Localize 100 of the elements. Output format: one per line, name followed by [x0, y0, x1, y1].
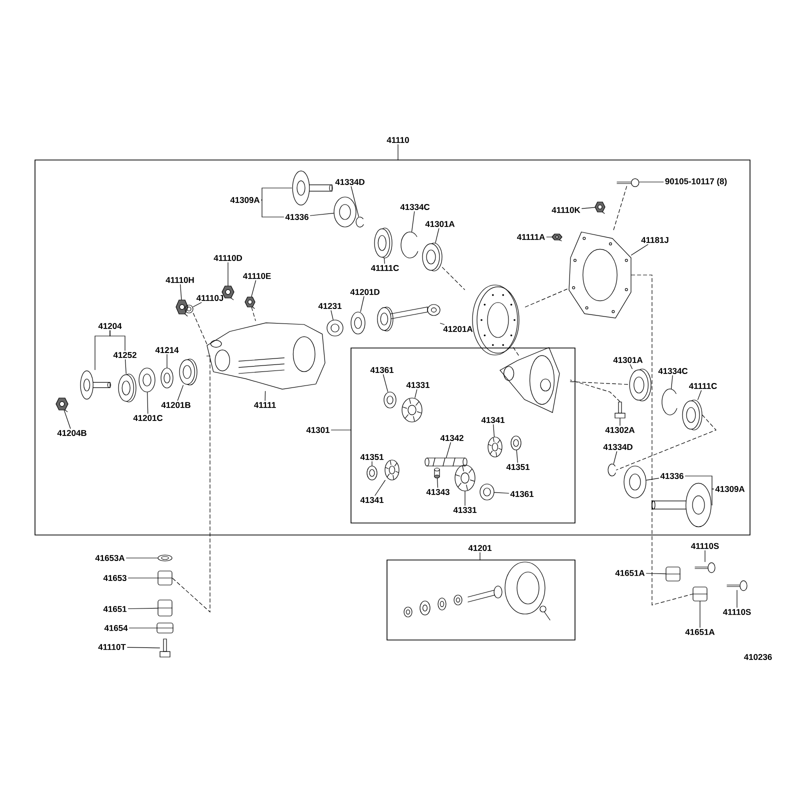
- callout-number: 41309A: [715, 486, 745, 492]
- plug-drawing: [56, 398, 68, 412]
- leader-line: [264, 391, 266, 401]
- gear-drawing: [402, 398, 422, 422]
- cover-drawing: [568, 232, 632, 318]
- leader-line: [546, 236, 552, 238]
- leader-line: [374, 480, 386, 496]
- callout-number: 41654: [104, 625, 128, 631]
- assembly-line: [525, 288, 569, 308]
- callout-number: 41341: [360, 497, 384, 503]
- bolt-drawing: [726, 580, 748, 591]
- leader-line: [630, 364, 632, 369]
- pin-drawing: [434, 468, 440, 478]
- ring-drawing: [384, 392, 396, 408]
- assembly-line: [631, 274, 693, 606]
- gear-set-drawing: [404, 562, 550, 620]
- leader-line: [582, 207, 595, 209]
- callout-number: 41201C: [133, 415, 163, 421]
- callout-number: 41309A: [230, 197, 260, 203]
- callout-number: 41111A: [517, 234, 545, 240]
- assembly-line: [616, 414, 717, 470]
- assembly-line: [442, 267, 465, 290]
- assembly-line: [172, 356, 210, 613]
- callout-number: 41110T: [98, 644, 126, 650]
- callout-number: 41651A: [685, 629, 715, 635]
- plug-drawing: [222, 286, 234, 300]
- callout-number: 41214: [155, 347, 179, 353]
- callout-number: 41343: [426, 489, 450, 495]
- leader-line: [128, 608, 158, 610]
- callout-number: 41110J: [196, 295, 224, 301]
- leader-line: [516, 450, 518, 463]
- leader-line: [382, 374, 388, 392]
- callout-number: 41201B: [161, 402, 190, 408]
- leader-line: [64, 410, 71, 429]
- leader-line: [261, 200, 284, 218]
- callout-number: 41342: [440, 435, 464, 441]
- callout-number: 41336: [285, 214, 308, 220]
- callout-number: 90105-10117 (8): [665, 178, 727, 186]
- gear-drawing: [488, 436, 502, 458]
- leader-line: [166, 354, 168, 368]
- assembly-line: [570, 381, 629, 385]
- leader-line: [310, 212, 334, 216]
- callout-number: 41334D: [335, 179, 364, 185]
- assembly-line: [512, 346, 519, 356]
- leader-line: [698, 390, 702, 400]
- leader-line: [414, 389, 418, 398]
- bearing-drawing: [629, 368, 652, 402]
- plug-drawing: [244, 296, 256, 309]
- ring-drawing: [334, 196, 356, 228]
- gear-drawing: [454, 464, 476, 492]
- leader-line: [384, 258, 385, 264]
- node-label: 41201: [468, 545, 492, 551]
- leader-line: [180, 284, 182, 300]
- callout-number: 41341: [481, 417, 505, 423]
- leader-line: [704, 550, 706, 562]
- leader-line: [446, 442, 451, 458]
- callout-number: 41334C: [400, 204, 430, 210]
- leader-line: [177, 385, 184, 401]
- callout-number: 41204B: [57, 430, 86, 436]
- node-label: 41301: [306, 427, 330, 434]
- snap-ring-drawing: [356, 216, 364, 228]
- snap-ring-drawing: [662, 388, 678, 416]
- flange-drawing: [80, 370, 111, 400]
- cushion-drawing: [692, 586, 708, 602]
- assembly-line: [251, 307, 256, 321]
- leader-line: [440, 322, 444, 325]
- leader-line: [684, 476, 714, 490]
- differential-case-drawing: [500, 347, 560, 413]
- snap-ring-drawing: [400, 232, 418, 258]
- callout-number: 41110H: [166, 277, 194, 283]
- callout-number: 41110K: [552, 207, 580, 213]
- ring-drawing: [138, 368, 156, 392]
- leader-line: [712, 488, 714, 506]
- leader-line: [110, 330, 126, 351]
- cushion-drawing: [158, 570, 172, 586]
- callout-number: 41302A: [605, 427, 635, 433]
- node-label: 41110: [386, 137, 409, 143]
- callout-number: 41204: [98, 323, 122, 329]
- leader-line: [360, 296, 364, 312]
- leader-line: [494, 492, 510, 494]
- housing-drawing: [206, 322, 326, 390]
- pin-drawing: [424, 458, 468, 466]
- cushion-drawing: [666, 566, 680, 582]
- figure-number: 410236: [744, 654, 772, 660]
- callout-number: 41331: [453, 507, 477, 513]
- ring-drawing: [510, 436, 522, 450]
- assembly-line: [612, 186, 628, 232]
- ring-drawing: [480, 484, 494, 500]
- callout-number: 41334D: [603, 444, 632, 450]
- callout-number: 41201D: [350, 289, 380, 295]
- callout-number: 41111: [254, 402, 276, 408]
- pinion-drawing: [390, 304, 440, 320]
- cushion-drawing: [158, 600, 172, 616]
- leader-line: [736, 590, 738, 608]
- callout-number: 41651A: [615, 570, 645, 576]
- assembly-line: [193, 313, 208, 346]
- leader-line: [646, 573, 666, 574]
- bolt-drawing: [614, 402, 626, 418]
- callout-number: 41110S: [723, 609, 751, 615]
- callout-number: 41201A: [443, 326, 473, 332]
